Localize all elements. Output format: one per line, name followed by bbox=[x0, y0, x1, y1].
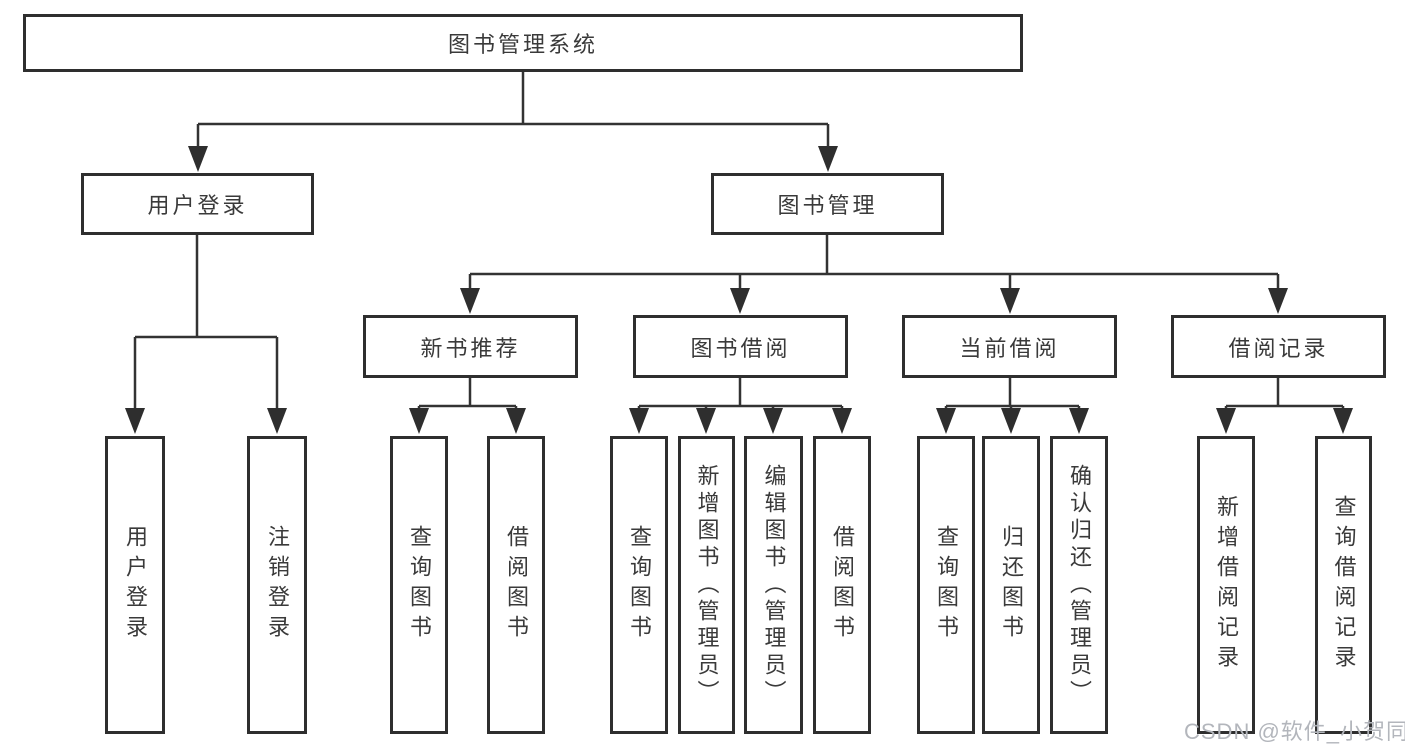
leaf-query-borrow-record: 查询借阅记录 bbox=[1315, 436, 1372, 734]
leaf-return-book: 归还图书 bbox=[982, 436, 1040, 734]
leaf-borrow-books-borrowing: 借阅图书 bbox=[813, 436, 871, 734]
leaf-borrow-books-recommend: 借阅图书 bbox=[487, 436, 545, 734]
leaf-confirm-return-admin: 确认归还（管理员） bbox=[1050, 436, 1108, 734]
node-new-book-recommend: 新书推荐 bbox=[363, 315, 578, 378]
leaf-query-books-borrowing: 查询图书 bbox=[610, 436, 668, 734]
leaf-logout: 注销登录 bbox=[247, 436, 307, 734]
leaf-query-books-recommend: 查询图书 bbox=[390, 436, 448, 734]
leaf-query-books-current: 查询图书 bbox=[917, 436, 975, 734]
leaf-add-borrow-record: 新增借阅记录 bbox=[1197, 436, 1255, 734]
node-library-management-system: 图书管理系统 bbox=[23, 14, 1023, 72]
leaf-edit-book-admin: 编辑图书（管理员） bbox=[744, 436, 803, 734]
node-borrowing-records: 借阅记录 bbox=[1171, 315, 1386, 378]
node-book-management: 图书管理 bbox=[711, 173, 944, 235]
leaf-user-login: 用户登录 bbox=[105, 436, 165, 734]
node-book-borrowing: 图书借阅 bbox=[633, 315, 848, 378]
node-user-login: 用户登录 bbox=[81, 173, 314, 235]
node-current-borrowing: 当前借阅 bbox=[902, 315, 1117, 378]
csdn-watermark: CSDN @软件_小贺同学 bbox=[1184, 719, 1405, 744]
leaf-add-book-admin: 新增图书（管理员） bbox=[678, 436, 735, 734]
